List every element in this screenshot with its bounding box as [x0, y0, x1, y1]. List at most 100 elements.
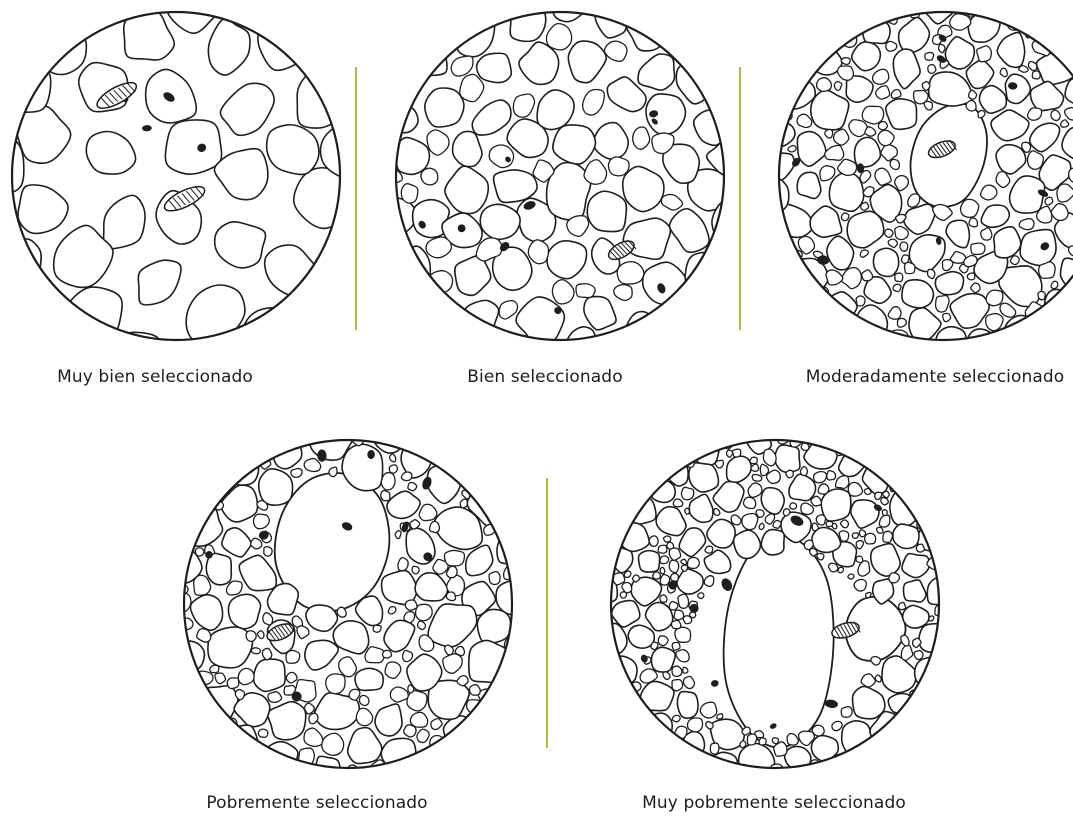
grain — [401, 184, 418, 203]
grain — [684, 676, 695, 688]
grain — [671, 573, 679, 581]
grain — [775, 445, 800, 472]
grain — [706, 722, 713, 729]
grain — [922, 81, 930, 90]
grain — [649, 536, 658, 546]
grain — [752, 475, 762, 482]
grain — [865, 533, 876, 544]
grain — [672, 715, 680, 721]
grain — [329, 467, 337, 476]
grain — [651, 642, 658, 649]
grain — [624, 571, 631, 577]
grain — [1045, 197, 1053, 205]
grain — [663, 672, 670, 680]
grain — [744, 497, 756, 508]
grain — [673, 499, 683, 507]
grain — [669, 560, 678, 572]
grain — [935, 272, 963, 295]
grain — [715, 460, 723, 468]
grain — [881, 497, 888, 504]
grain — [395, 531, 401, 539]
grain — [786, 470, 793, 478]
grain — [901, 255, 908, 263]
grain — [291, 468, 302, 477]
grain — [381, 473, 395, 490]
grain — [883, 491, 889, 498]
grain — [925, 52, 934, 60]
grain — [967, 273, 974, 280]
grain — [886, 41, 897, 51]
grain — [817, 78, 832, 92]
grain — [326, 674, 345, 694]
grain — [411, 43, 447, 76]
grain-circle-moderately-sorted — [773, 6, 1073, 346]
grain — [576, 284, 595, 298]
grain — [658, 636, 668, 646]
grain — [412, 566, 419, 574]
grain — [254, 659, 286, 691]
grain — [477, 53, 512, 82]
grain — [489, 571, 500, 584]
grain — [966, 100, 976, 111]
grain — [689, 463, 719, 492]
grain — [832, 721, 842, 730]
grain — [373, 625, 381, 632]
grain — [756, 510, 764, 517]
grain — [914, 651, 923, 660]
grain — [337, 607, 346, 617]
grain — [430, 521, 440, 532]
grain — [717, 714, 723, 719]
grain — [891, 89, 901, 98]
grain — [854, 579, 866, 591]
grain — [740, 741, 746, 748]
caption-poorly-sorted: Pobremente seleccionado — [206, 793, 427, 813]
grain — [1051, 110, 1060, 120]
grain-circle-very-poorly-sorted — [605, 434, 945, 774]
grain — [660, 575, 669, 585]
grain — [455, 647, 464, 656]
grain — [309, 713, 318, 723]
grain — [425, 88, 464, 127]
grain — [961, 199, 979, 217]
grain — [674, 610, 683, 620]
grain — [978, 110, 985, 117]
grain — [404, 612, 415, 623]
grain — [405, 600, 417, 610]
grain — [705, 546, 713, 553]
grain-circle-well-sorted — [390, 6, 730, 346]
grain — [877, 527, 883, 533]
grain — [408, 483, 417, 491]
grain — [732, 449, 740, 457]
grain — [251, 538, 262, 549]
grain — [355, 668, 383, 690]
grain — [658, 545, 667, 553]
grain — [418, 621, 426, 629]
grain — [228, 594, 260, 628]
grain — [875, 492, 882, 499]
grain — [700, 702, 717, 718]
grain — [389, 465, 397, 473]
grain — [421, 168, 438, 185]
grain — [856, 556, 863, 563]
grain — [797, 172, 821, 198]
grain — [258, 15, 312, 70]
grain — [264, 547, 272, 556]
grain — [67, 287, 122, 339]
grain — [647, 713, 672, 738]
caption-very-poorly-sorted: Muy pobremente seleccionado — [642, 793, 906, 813]
grain — [669, 602, 678, 610]
grain — [620, 592, 626, 598]
grain — [404, 725, 416, 737]
grain — [660, 556, 669, 564]
grain-circle-poorly-sorted — [178, 434, 518, 774]
grain — [410, 712, 427, 727]
grain — [750, 457, 757, 464]
grain — [883, 531, 893, 542]
grain — [195, 548, 204, 556]
grain — [254, 514, 270, 529]
grain — [663, 536, 671, 542]
grain — [687, 557, 699, 568]
grain — [1010, 256, 1019, 265]
grain — [628, 625, 654, 648]
grain — [742, 513, 758, 529]
